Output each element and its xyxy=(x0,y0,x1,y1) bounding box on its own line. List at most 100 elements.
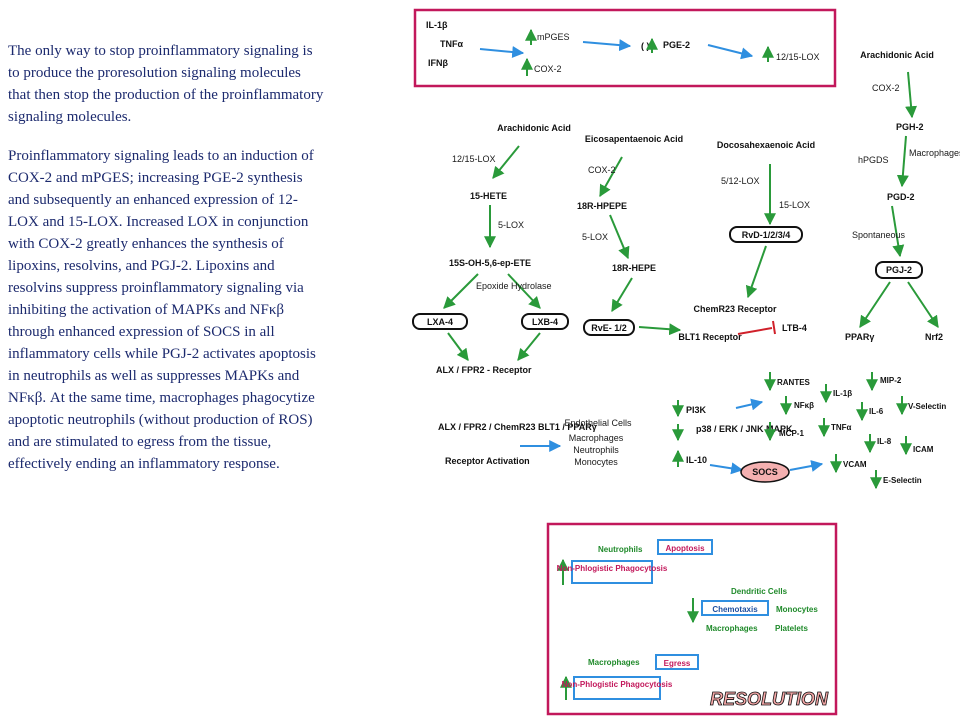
mpges-label: mPGES xyxy=(537,32,570,42)
pgh2-label: PGH-2 xyxy=(896,122,924,132)
inhibition-bar xyxy=(772,320,776,335)
res-dendritic: Dendritic Cells xyxy=(731,587,788,596)
il8-label: IL-8 xyxy=(877,437,892,446)
lxb4-label: LXB-4 xyxy=(532,317,558,327)
dha-enzyme2: 15-LOX xyxy=(779,200,810,210)
explanation-paragraph-1: The only way to stop proinflammatory sig… xyxy=(8,43,324,125)
blt1-label: BLT1 Receptor xyxy=(678,332,742,342)
pgh2-to-pgd2-arrow xyxy=(896,135,909,188)
rantes-label: RANTES xyxy=(777,378,811,387)
hepe-to-rve-arrow xyxy=(611,277,633,313)
res-neutrophils: Neutrophils xyxy=(598,545,643,554)
aa-to-hete-arrow xyxy=(492,145,520,179)
socs-cloud xyxy=(740,461,790,483)
inhibition-line xyxy=(737,327,773,335)
pi3k-blue-arrow xyxy=(735,398,764,411)
dha-substrate-label: Docosahexaenoic Acid xyxy=(717,140,815,150)
cox2-label: COX-2 xyxy=(534,64,562,74)
lipoxin-enzyme2: 5-LOX xyxy=(498,220,524,230)
lxa4-label: LXA-4 xyxy=(427,317,453,327)
top-input-ifnb: IFNβ xyxy=(428,58,448,68)
lxb4-box xyxy=(521,313,569,330)
res-egress: Egress xyxy=(664,659,691,668)
hpepe-label: 18R-HPEPE xyxy=(577,201,627,211)
top-blue-arrow-2 xyxy=(582,39,632,52)
top-blue-arrow-1 xyxy=(479,46,525,58)
ppar-label: PPARγ xyxy=(845,332,874,342)
rve-box xyxy=(583,319,635,336)
pgj2-label: PGJ-2 xyxy=(886,265,912,275)
hepe-label: 18R-HEPE xyxy=(612,263,656,273)
ltb4-label: LTB-4 xyxy=(782,323,807,333)
res-macrophages: Macrophages xyxy=(706,624,758,633)
res-platelets: Platelets xyxy=(775,624,808,633)
epa-to-hpepe-arrow xyxy=(599,156,623,198)
epoxide-to-lxa4-arrow xyxy=(443,273,479,309)
pgj2-box xyxy=(875,261,923,279)
top-input-tnfa: TNFα xyxy=(440,39,463,49)
explanation-paragraph-2: Proinflammatory signaling leads to an in… xyxy=(8,148,316,472)
nrf2-label: Nrf2 xyxy=(925,332,943,342)
epa-substrate-label: Eicosapentaenoic Acid xyxy=(585,134,683,144)
resolution-box: Neutrophils Apoptosis Non-Phlogistic Pha… xyxy=(546,522,838,716)
lox-label: 12/15-LOX xyxy=(776,52,820,62)
socs-label: SOCS xyxy=(752,467,778,477)
epoxide-label: 15S-OH-5,6-ep-ETE xyxy=(449,258,531,268)
top-input-il1b: IL-1β xyxy=(426,20,448,30)
mapk-label: p38 / ERK / JNK MAPK xyxy=(696,424,793,434)
lipoxin-enzyme1: 12/15-LOX xyxy=(452,154,496,164)
egress-box xyxy=(655,654,699,670)
il10-label: IL-10 xyxy=(686,455,707,465)
res-apoptosis: Apoptosis xyxy=(665,544,705,553)
cells-neutrophils: Neutrophils xyxy=(573,445,619,455)
mcp1-label: MCP-1 xyxy=(779,429,804,438)
lxb4-to-receptor-arrow xyxy=(517,332,541,361)
cells-title: Endothelial Cells xyxy=(564,418,632,428)
socs-blue-arrow xyxy=(789,460,824,472)
pgj2-enzyme1: COX-2 xyxy=(872,83,900,93)
activation-section: ALX / FPR2 / ChemR23 BLT1 / PPARγ Recept… xyxy=(438,372,946,490)
explanation-text: The only way to stop proinflammatory sig… xyxy=(8,40,326,492)
pge2-label: PGE-2 xyxy=(663,40,690,50)
spontaneous-label: Spontaneous xyxy=(852,230,906,240)
res-nonphlog1: Non-Phlogistic Phagocytosis xyxy=(557,564,668,573)
lxa4-box xyxy=(412,313,468,330)
pgj2-to-ppar-arrow xyxy=(859,281,891,328)
pgd2-label: PGD-2 xyxy=(887,192,915,202)
epoxide-to-lxb4-arrow xyxy=(507,273,541,309)
hpepe-to-hepe-arrow xyxy=(609,214,630,260)
nfkb-label: NFκβ xyxy=(794,401,814,410)
hete-label: 15-HETE xyxy=(470,191,507,201)
epa-pathway: Eicosapentaenoic Acid COX-2 18R-HPEPE 5-… xyxy=(577,134,683,336)
rve-label: RvE- 1/2 xyxy=(591,323,627,333)
rvd-label: RvD-1/2/3/4 xyxy=(742,230,791,240)
res-nonphlog2: Non-Phlogistic Phagocytosis xyxy=(562,680,673,689)
vselectin-label: V-Selectin xyxy=(908,402,946,411)
nonphlog1-box xyxy=(571,560,653,584)
eselectin-label: E-Selectin xyxy=(883,476,922,485)
res-macrophages2: Macrophages xyxy=(588,658,640,667)
cells-macrophages: Macrophages xyxy=(569,433,624,443)
rvd-to-chemr23-arrow xyxy=(745,245,767,299)
pi3k-label: PI3K xyxy=(686,405,707,415)
il10-to-socs-arrow xyxy=(709,462,744,475)
vcam-label: VCAM xyxy=(843,460,867,469)
lxa4-to-receptor-arrow xyxy=(447,332,469,361)
res-chemotaxis: Chemotaxis xyxy=(712,605,758,614)
hydrolase-label: Epoxide Hydrolase xyxy=(476,281,552,291)
aa-to-pgh2-arrow xyxy=(905,71,918,119)
cells-monocytes: Monocytes xyxy=(574,457,618,467)
epa-enzyme2: 5-LOX xyxy=(582,232,608,242)
dha-pathway: Docosahexaenoic Acid 5/12-LOX 15-LOX RvD… xyxy=(678,140,815,342)
icam-label: ICAM xyxy=(913,445,934,454)
activation-label: Receptor Activation xyxy=(445,456,530,466)
tnfa-label: TNFα xyxy=(831,423,852,432)
pgj2-enzyme2: hPGDS xyxy=(858,155,889,165)
dha-enzyme1: 5/12-LOX xyxy=(721,176,760,186)
apoptosis-box xyxy=(657,539,713,555)
epa-enzyme1: COX-2 xyxy=(588,165,616,175)
alx-receptor-label: ALX / FPR2 - Receptor xyxy=(436,365,532,375)
top-box: IL-1β TNFα IFNβ mPGES COX-2 ( ) PGE-2 12… xyxy=(413,8,837,88)
res-monocytes: Monocytes xyxy=(776,605,818,614)
